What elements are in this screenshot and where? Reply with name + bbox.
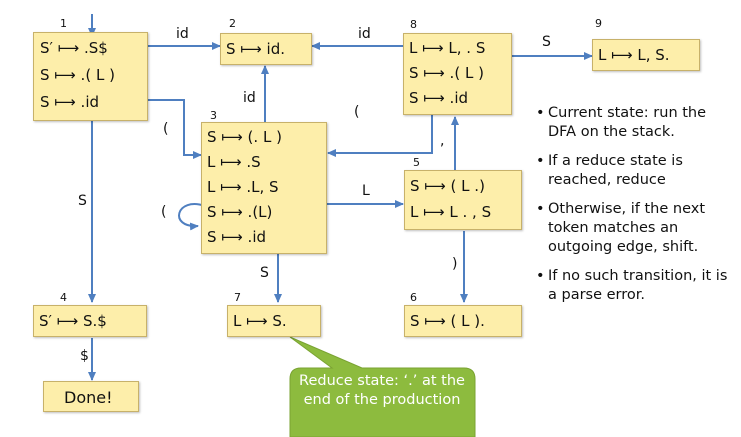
edge-label-3-self: ( [161, 204, 167, 220]
state-3-rule-5: S ⟼ .id [207, 228, 267, 246]
state-6: S ⟼ ( L ). [404, 305, 522, 337]
bullet-reduce: If a reduce state is reached, reduce [536, 152, 736, 190]
bullet-shift: Otherwise, if the next token matches an … [536, 200, 736, 257]
edge-label-1-4: S [78, 193, 87, 209]
state-5-number: 5 [413, 156, 420, 169]
state-1-rule-2: S ⟼ .( L ) [40, 66, 115, 84]
explanation-bullets: Current state: run the DFA on the stack.… [536, 104, 736, 315]
edge-label-3-5: L [362, 183, 370, 199]
state-8-rule-1: L ⟼ L, . S [409, 39, 486, 57]
reduce-state-callout: Reduce state: ‘.’ at the end of the prod… [299, 373, 465, 408]
state-8-rule-3: S ⟼ .id [409, 89, 469, 107]
bullet-current-state: Current state: run the DFA on the stack. [536, 104, 736, 142]
state-9-rule-1: L ⟼ L, S. [598, 46, 670, 64]
state-9-number: 9 [595, 17, 602, 30]
state-3-rule-1: S ⟼ (. L ) [207, 128, 282, 146]
state-3-number: 3 [210, 109, 217, 122]
done-label: Done! [64, 388, 113, 407]
state-1: S′ ⟼ .S$ S ⟼ .( L ) S ⟼ .id [33, 32, 148, 121]
state-8-rule-2: S ⟼ .( L ) [409, 64, 484, 82]
state-7-number: 7 [234, 291, 241, 304]
state-5-rule-2: L ⟼ L . , S [410, 203, 492, 221]
state-7: L ⟼ S. [227, 305, 321, 337]
edge-8-3 [327, 115, 433, 157]
state-6-number: 6 [410, 291, 417, 304]
state-2-number: 2 [229, 17, 236, 30]
state-1-rule-3: S ⟼ .id [40, 93, 100, 111]
edge-label-5-6: ) [452, 256, 458, 272]
callout-bubble [289, 336, 476, 437]
edge-label-1-2: id [176, 26, 189, 42]
state-1-rule-1: S′ ⟼ .S$ [40, 39, 108, 57]
edge-1-3 [148, 99, 202, 159]
state-3-rule-4: S ⟼ .(L) [207, 203, 273, 221]
state-6-rule-1: S ⟼ ( L ). [410, 312, 485, 330]
state-8-number: 8 [410, 18, 417, 31]
state-5: S ⟼ ( L .) L ⟼ L . , S [404, 170, 522, 230]
state-4-number: 4 [60, 291, 67, 304]
state-2: S ⟼ id. [220, 33, 312, 65]
state-4-rule-1: S′ ⟼ S.$ [39, 312, 107, 330]
state-3-rule-2: L ⟼ .S [207, 153, 261, 171]
state-7-rule-1: L ⟼ S. [233, 312, 287, 330]
edge-label-4-done: $ [80, 348, 89, 364]
edge-label-3-2: id [243, 90, 256, 106]
state-1-number: 1 [60, 17, 67, 30]
done-box: Done! [43, 381, 139, 412]
state-9: L ⟼ L, S. [592, 39, 700, 71]
edge-3-self [178, 203, 206, 231]
edge-label-5-8: , [440, 133, 445, 149]
bullet-error: If no such transition, it is a parse err… [536, 267, 736, 305]
state-3-rule-3: L ⟼ .L, S [207, 178, 279, 196]
state-4: S′ ⟼ S.$ [33, 305, 147, 337]
state-3: S ⟼ (. L ) L ⟼ .S L ⟼ .L, S S ⟼ .(L) S ⟼… [201, 122, 327, 254]
edge-label-8-9: S [542, 34, 551, 50]
edge-label-8-3: ( [354, 104, 360, 120]
edge-label-1-3: ( [163, 121, 169, 137]
edge-label-3-7: S [260, 265, 269, 281]
state-8: L ⟼ L, . S S ⟼ .( L ) S ⟼ .id [403, 33, 512, 115]
state-2-rule-1: S ⟼ id. [226, 40, 286, 58]
state-5-rule-1: S ⟼ ( L .) [410, 177, 485, 195]
edge-label-8-2: id [358, 26, 371, 42]
